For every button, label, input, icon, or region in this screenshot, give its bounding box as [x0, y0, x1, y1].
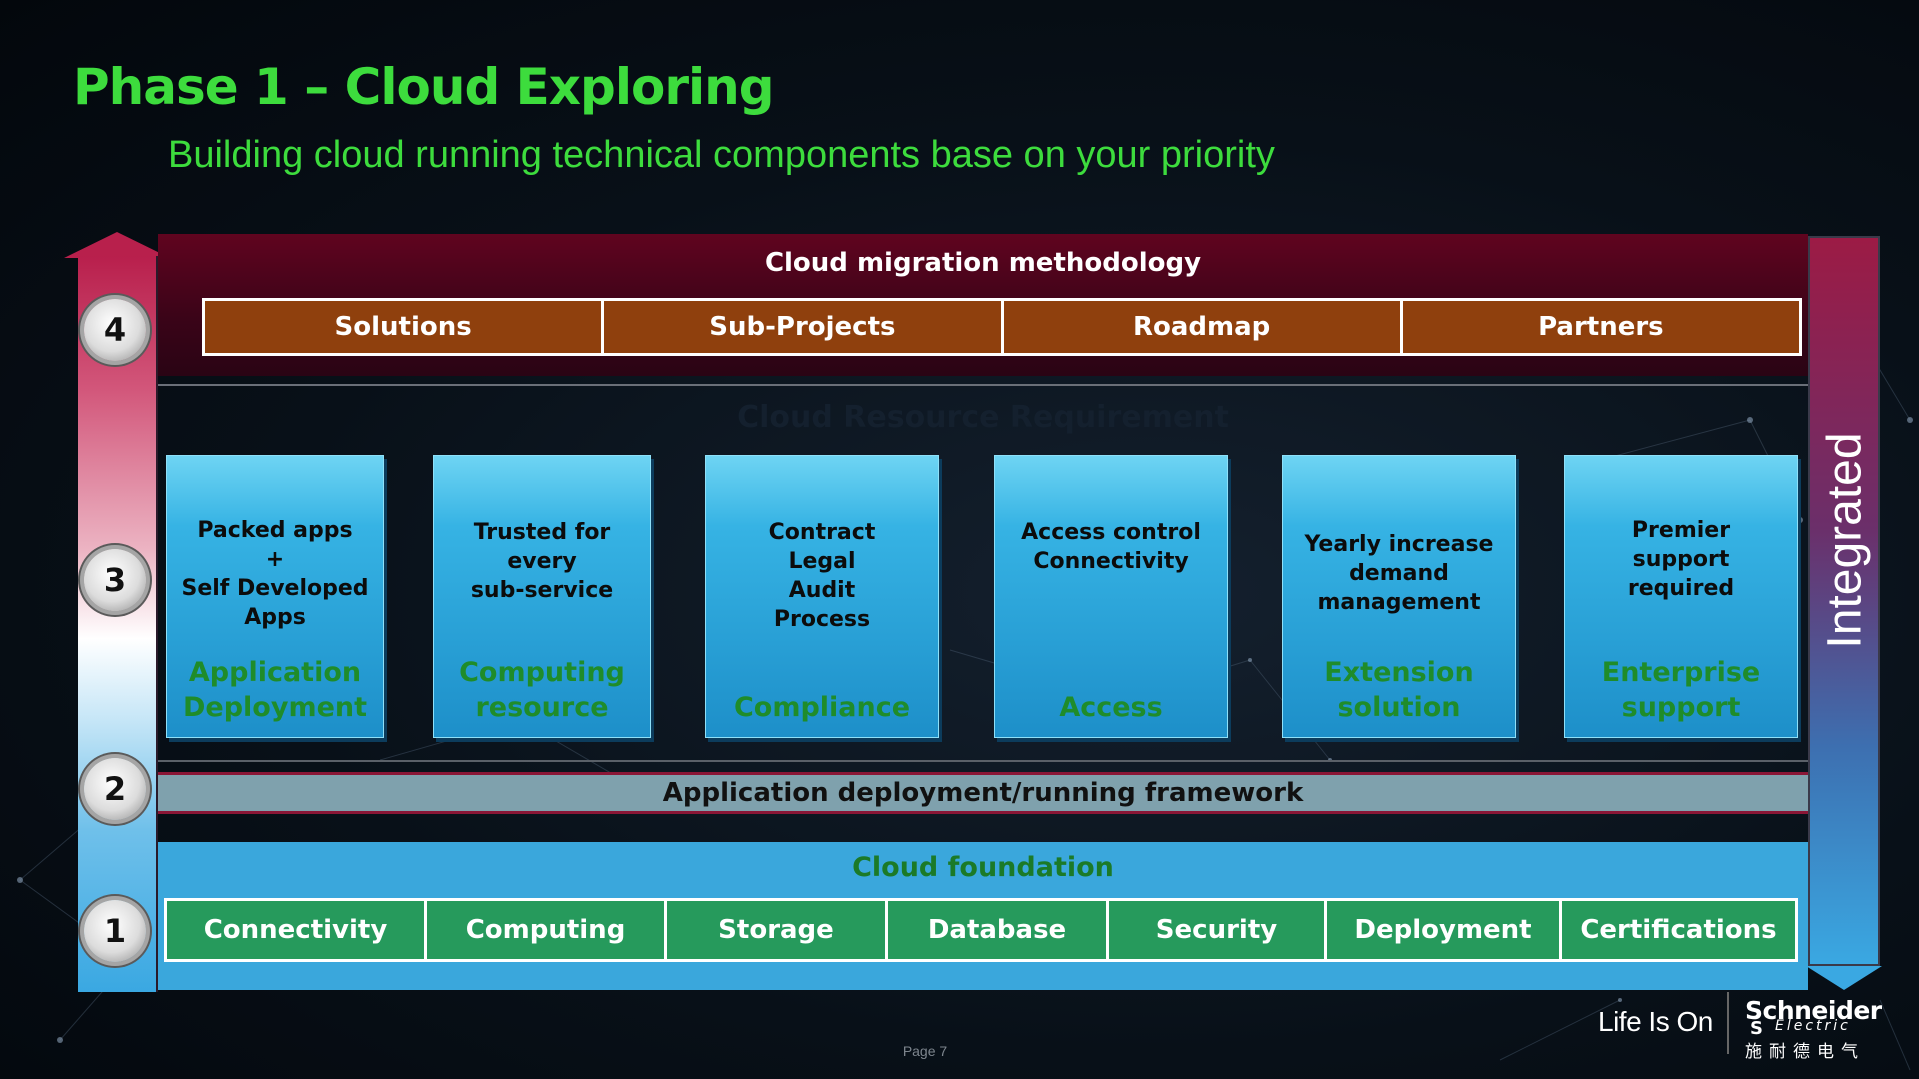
box-name: Compliance: [733, 692, 911, 723]
item-database: Database: [888, 901, 1109, 959]
level-bar: [78, 256, 158, 992]
tab-solutions: Solutions: [205, 301, 605, 353]
brand-sub: Electric: [1775, 1018, 1851, 1034]
item-certifications: Certifications: [1580, 915, 1777, 945]
foundation-title: Cloud foundation: [852, 852, 1114, 883]
migration-title: Cloud migration methodology: [764, 248, 1202, 278]
level-badge-3: 3: [84, 549, 146, 611]
box-description: Contract Legal Audit Process: [768, 520, 876, 632]
box-name: Application Deployment: [182, 657, 368, 723]
foundation-items: Connectivity Computing Storage Database …: [164, 898, 1798, 962]
page-title: Phase 1 – Cloud Exploring: [73, 58, 775, 116]
requirement-box-compliance: Contract Legal Audit Process Compliance: [705, 455, 939, 738]
schneider-logo-icon: S: [1750, 1018, 1763, 1039]
foundation-band: Cloud foundation Connectivity Computing …: [158, 842, 1808, 990]
divider: [158, 384, 1808, 386]
migration-band: Cloud migration methodology Solutions Su…: [158, 234, 1808, 376]
requirement-box-enterprise: Premier support required Enterprise supp…: [1564, 455, 1798, 738]
slogan: Life Is On: [1598, 1006, 1713, 1037]
requirement-box-computing: Trusted for every sub-service Computing …: [433, 455, 651, 738]
box-description: Trusted for every sub-service: [470, 520, 614, 603]
page-subtitle: Building cloud running technical compone…: [168, 134, 1275, 176]
item-storage: Storage: [667, 901, 888, 959]
integrated-label-wrap: Integrated: [1810, 360, 1880, 720]
requirement-box-extension: Yearly increase demand management Extens…: [1282, 455, 1516, 738]
tab-sub-projects: Sub-Projects: [604, 301, 1004, 353]
brand-divider: [1727, 992, 1729, 1054]
item-deployment: Deployment: [1327, 901, 1562, 959]
requirement-title: Cloud Resource Requirement: [737, 400, 1229, 435]
box-description: Premier support required: [1627, 518, 1735, 601]
integrated-label: Integrated: [1818, 431, 1872, 649]
requirement-box-access: Access control Connectivity Access: [994, 455, 1228, 738]
level-badge-1: 1: [84, 900, 146, 962]
item-connectivity: Connectivity: [167, 901, 427, 959]
down-arrow-head: [1806, 966, 1882, 990]
divider: [158, 760, 1808, 762]
box-description: Packed apps + Self Developed Apps: [181, 518, 369, 630]
integrated-bar: [1808, 236, 1880, 966]
tab-roadmap: Roadmap: [1004, 301, 1403, 353]
level-badge-4: 4: [84, 299, 146, 361]
brand-name: Schneider: [1745, 996, 1882, 1025]
box-name: Access: [1059, 692, 1163, 723]
requirement-box-application: Packed apps + Self Developed Apps Applic…: [166, 455, 384, 738]
box-name: Enterprise support: [1601, 657, 1761, 723]
box-name: Extension solution: [1324, 657, 1474, 723]
box-description: Access control Connectivity: [1021, 520, 1201, 574]
item-computing: Computing: [427, 901, 667, 959]
level-badge-2: 2: [84, 758, 146, 820]
item-security: Security: [1109, 901, 1327, 959]
page-number: Page 7: [902, 1043, 948, 1059]
tab-partners: Partners: [1538, 312, 1664, 342]
box-description: Yearly increase demand management: [1304, 532, 1494, 615]
migration-tabs: Solutions Sub-Projects Roadmap Partners: [202, 298, 1802, 356]
box-name: Computing resource: [459, 657, 625, 723]
framework-band: Application deployment/running framework: [158, 772, 1808, 814]
up-arrow-head: [64, 232, 170, 258]
brand-chinese: 施耐德电气: [1745, 1042, 1865, 1062]
